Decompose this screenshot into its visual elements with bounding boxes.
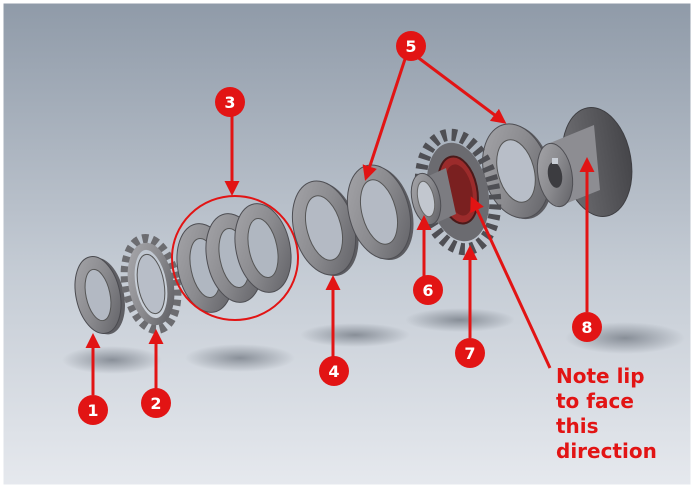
bushing-6 (410, 168, 456, 226)
callout-4-number: 4 (328, 362, 339, 381)
callout-1: 1 (78, 395, 108, 425)
washer-1 (74, 256, 125, 335)
callout-arrows (85, 54, 595, 395)
callout-5-number: 5 (405, 37, 416, 56)
callout-2-number: 2 (150, 394, 161, 413)
callout-1-number: 1 (87, 401, 98, 420)
washer-stack-3 (176, 203, 292, 313)
callout-2: 2 (141, 388, 171, 418)
washer-4 (291, 180, 359, 277)
callout-7: 7 (455, 338, 485, 368)
note-line-2: to face (556, 389, 634, 413)
part-shadows (62, 308, 685, 374)
note-line-1: Note lip (556, 364, 645, 388)
stack-highlight-circle (171, 195, 299, 321)
lip-direction-note: Note lip to face this direction (556, 364, 692, 464)
callout-3: 3 (215, 87, 245, 117)
note-line-3: this (556, 414, 599, 438)
callout-4: 4 (319, 356, 349, 386)
callout-7-number: 7 (464, 344, 475, 363)
callout-6-number: 6 (422, 281, 433, 300)
note-line-4: direction (556, 439, 657, 463)
callout-8-number: 8 (581, 318, 592, 337)
tab-washer-2 (120, 233, 182, 335)
callout-3-number: 3 (224, 93, 235, 112)
callout-6: 6 (413, 275, 443, 305)
callout-5: 5 (396, 31, 426, 61)
callout-8: 8 (572, 312, 602, 342)
